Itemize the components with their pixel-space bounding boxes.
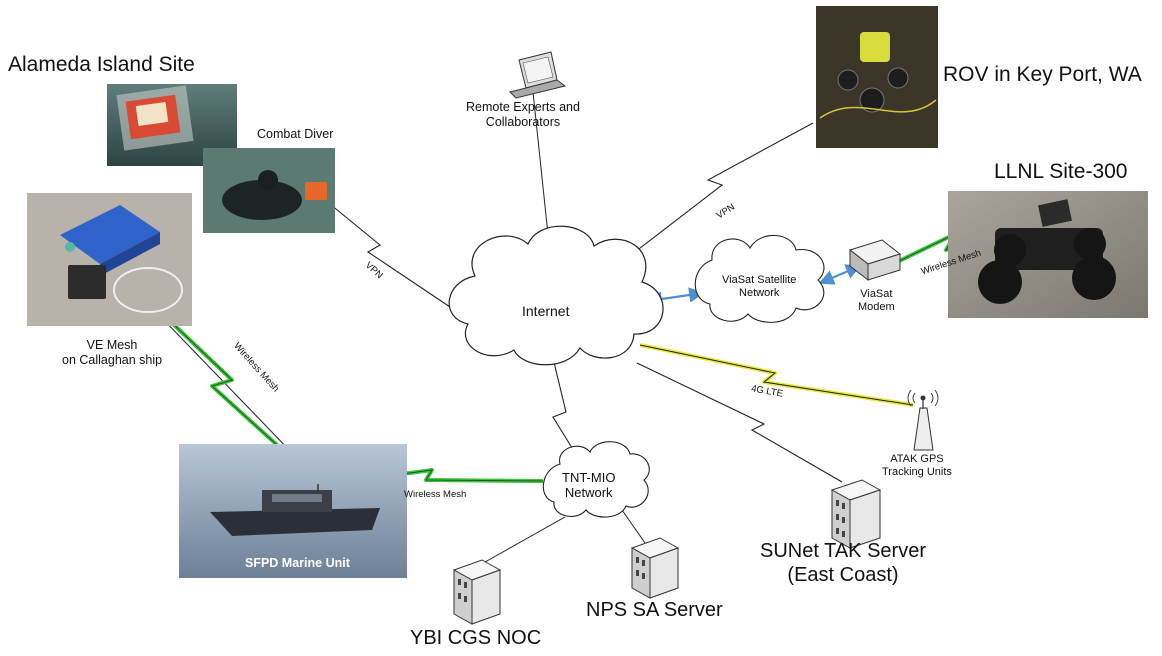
server-icon-sunet <box>830 479 882 549</box>
ybi-noc-label: YBI CGS NOC <box>410 627 542 649</box>
server-icon-ybi <box>452 559 502 625</box>
ve-mesh-photo <box>27 193 192 326</box>
tnt-mio-cloud <box>542 441 650 518</box>
remote-line2: Collaborators <box>485 114 561 129</box>
vpn-left-link <box>324 199 463 316</box>
remote-line1: Remote Experts and <box>466 100 580 114</box>
wireless-mesh-ve-link <box>148 300 322 486</box>
nps-server-label: NPS SA Server <box>586 599 723 621</box>
tnt-mio-label: TNT-MIO Network <box>562 470 615 501</box>
rov-photo <box>816 6 938 148</box>
modem-line2: Modem <box>858 300 895 313</box>
ve-mesh-line2: on Callaghan ship <box>62 352 163 367</box>
server-icon-nps <box>630 537 680 599</box>
laptop-icon <box>509 51 567 99</box>
viasat-line2: Network <box>739 286 780 299</box>
modem-line1: ViaSat <box>860 288 893 300</box>
link-tnt-nps <box>621 509 646 544</box>
sfpd-label: SFPD Marine Unit <box>245 556 350 570</box>
modem-icon <box>848 239 902 282</box>
atak-label: ATAK GPS Tracking Units <box>882 453 952 479</box>
combat-diver-label: Combat Diver <box>257 127 334 141</box>
llnl-robot-photo <box>948 191 1148 318</box>
ve-mesh-line1: VE Mesh <box>86 338 138 352</box>
rov-label: ROV in Key Port, WA <box>943 63 1142 86</box>
viasat-modem-label: ViaSat Modem <box>858 288 895 314</box>
viasat-network-label: ViaSat Satellite Network <box>722 274 796 300</box>
sunet-link <box>636 362 843 483</box>
lte-link <box>639 343 914 407</box>
tnt-line2: Network <box>564 485 613 501</box>
combat-diver-photo <box>203 148 335 233</box>
ve-mesh-label: VE Mesh on Callaghan ship <box>62 338 162 368</box>
internet-tnt-link <box>551 353 578 457</box>
wireless-mesh-boat-label: Wireless Mesh <box>404 489 467 500</box>
tnt-line1: TNT-MIO <box>562 470 616 485</box>
antenna-icon <box>907 389 939 451</box>
sunet-line1: SUNet TAK Server <box>760 540 926 562</box>
llnl-label: LLNL Site-300 <box>994 160 1128 183</box>
remote-experts-label: Remote Experts and Collaborators <box>466 100 580 130</box>
sunet-line2: (East Coast) <box>787 563 899 586</box>
internet-cloud <box>448 225 664 366</box>
sunet-server-label: SUNet TAK Server (East Coast) <box>760 540 926 587</box>
alameda-site-label: Alameda Island Site <box>8 53 195 76</box>
alameda-photo <box>107 84 237 166</box>
link-laptop-internet <box>532 91 550 245</box>
atak-line2: Tracking Units <box>882 465 952 478</box>
viasat-cloud <box>694 234 825 323</box>
vpn-right-link <box>621 122 814 263</box>
internet-label: Internet <box>522 303 570 319</box>
atak-line1: ATAK GPS <box>890 453 944 465</box>
sfpd-boat-photo <box>179 444 407 578</box>
viasat-line1: ViaSat Satellite <box>722 274 797 286</box>
link-tnt-ybi <box>477 516 566 567</box>
